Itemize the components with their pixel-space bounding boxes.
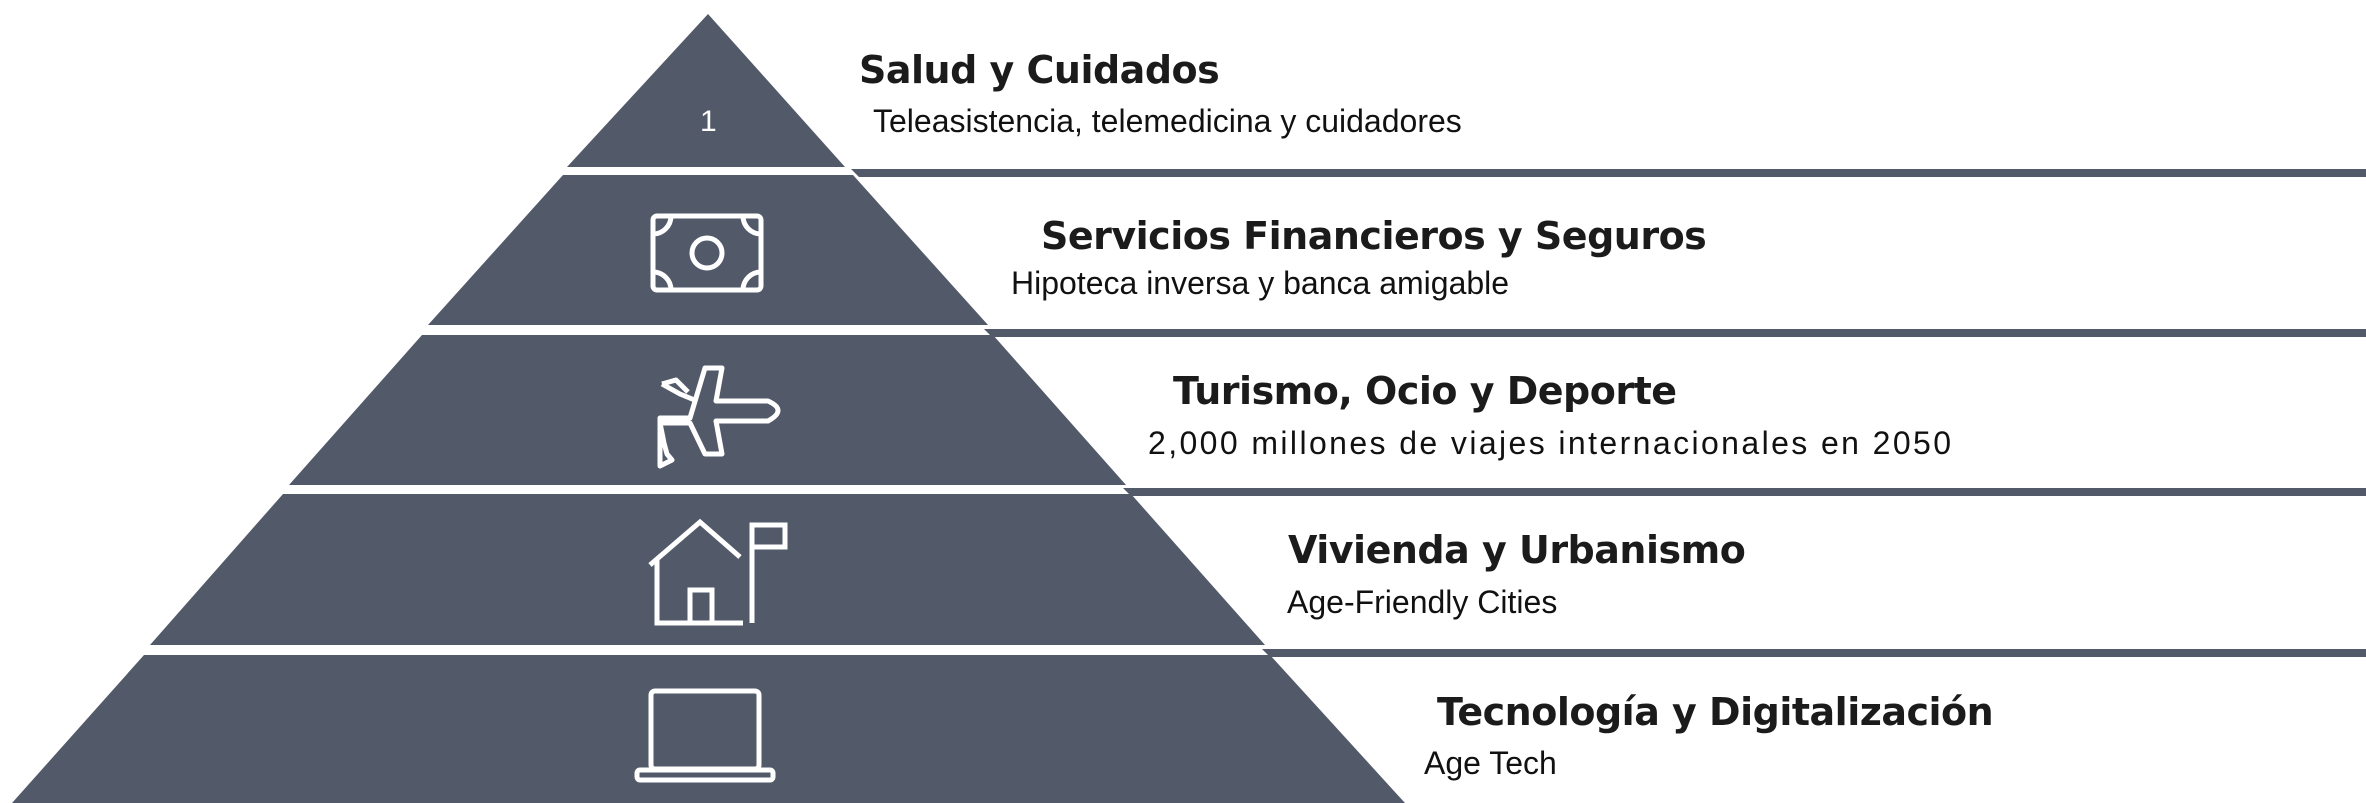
tier-2-subtitle: Hipoteca inversa y banca amigable: [1011, 265, 1510, 301]
laptop-icon: [634, 688, 776, 783]
tier-1-number: 1: [700, 105, 717, 138]
tier-3-title: Turismo, Ocio y Deporte: [1173, 369, 1677, 413]
pyramid-tier-3: [289, 335, 1126, 485]
separator-line-1: [851, 169, 2366, 177]
tier-4-title: Vivienda y Urbanismo: [1288, 528, 1746, 572]
tier-5-subtitle: Age Tech: [1424, 745, 1557, 781]
house-flag-icon: [648, 518, 788, 626]
tier-1-title: Salud y Cuidados: [859, 48, 1220, 92]
pyramid-tier-4: [150, 494, 1265, 645]
tier-3-subtitle: 2,000 millones de viajes internacionales…: [1148, 425, 1954, 461]
banknote-icon: [650, 213, 764, 293]
tier-5-title: Tecnología y Digitalización: [1437, 690, 1994, 734]
tier-1-subtitle: Teleasistencia, telemedicina y cuidadore…: [873, 103, 1462, 139]
pyramid-tier-2: [428, 175, 988, 325]
tier-2-title: Servicios Financieros y Seguros: [1041, 214, 1707, 258]
separator-line-2: [984, 329, 2366, 337]
separator-line-4: [1262, 649, 2366, 657]
pyramid-tier-5: [12, 655, 1405, 803]
airplane-icon: [657, 365, 781, 469]
pyramid-tier-1: [567, 14, 845, 167]
tier-4-subtitle: Age-Friendly Cities: [1287, 584, 1558, 620]
separator-line-3: [1123, 488, 2366, 496]
